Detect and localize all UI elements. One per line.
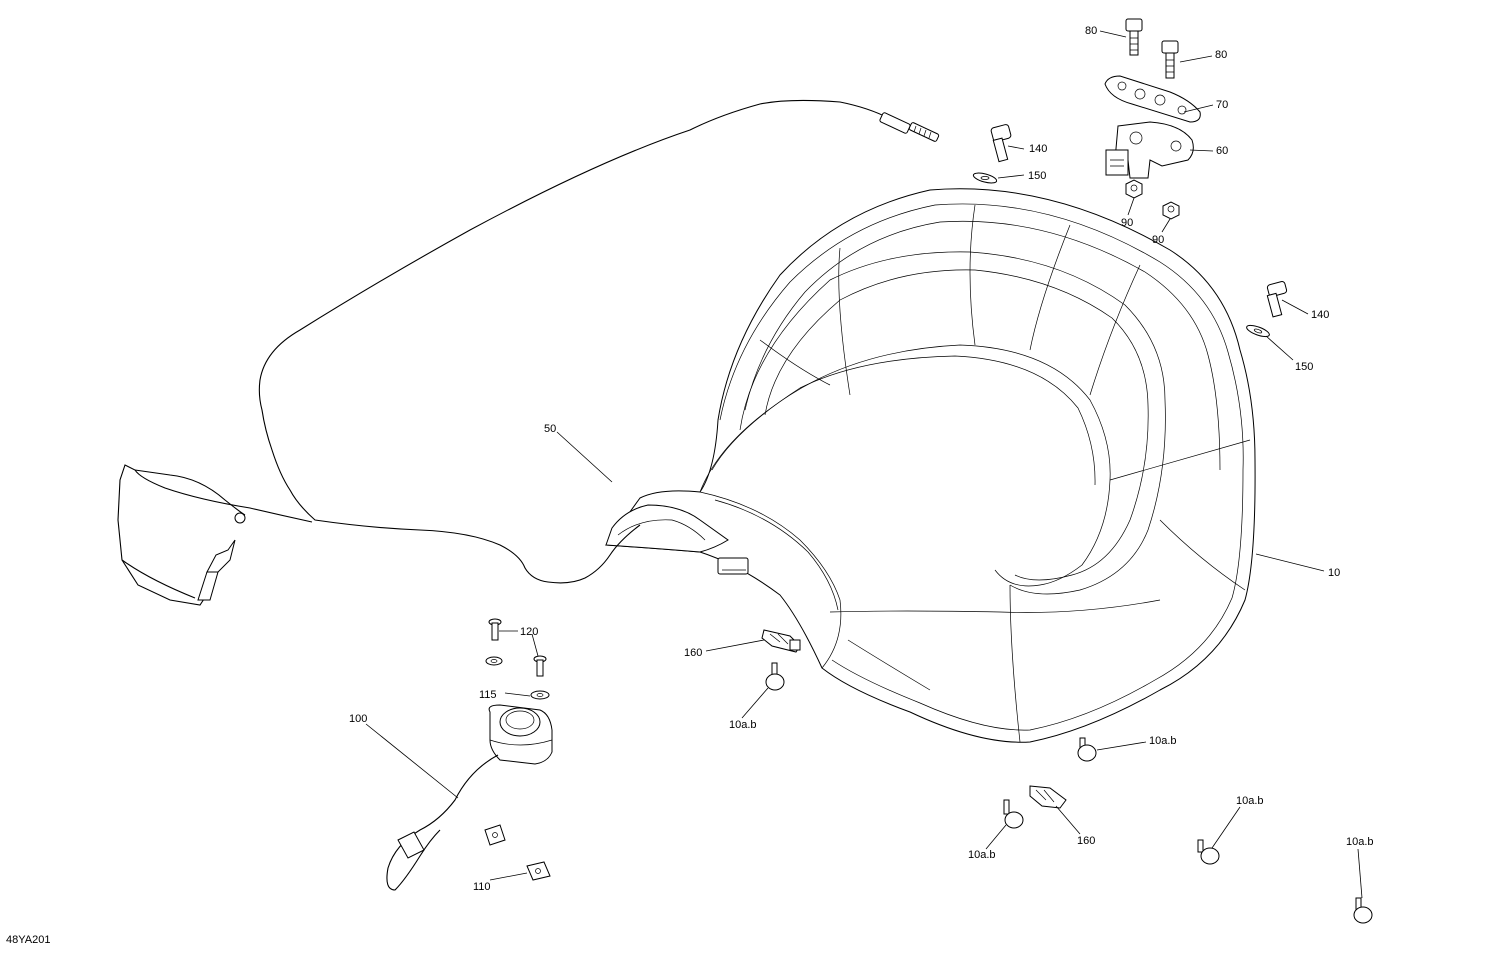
bumper-part-10ab-3 — [1003, 799, 1024, 829]
callout-120: 120 — [520, 626, 538, 638]
clip-part-110-b — [526, 861, 551, 881]
bracket-part-60 — [1105, 121, 1194, 179]
washer-part-115-a — [485, 656, 503, 666]
bumper-part-10ab-1 — [765, 662, 785, 691]
clip-part-160-left — [761, 629, 801, 653]
bumper-part-10ab-2 — [1077, 737, 1097, 762]
callout-70: 70 — [1216, 99, 1228, 111]
bolt-part-80-right — [1161, 40, 1179, 79]
bumper-part-10ab-4 — [1197, 839, 1220, 865]
callout-100: 100 — [349, 713, 367, 725]
nut-part-90-a — [1125, 179, 1143, 199]
callout-140-right: 140 — [1311, 309, 1329, 321]
callout-10ab-5: 10a.b — [1346, 836, 1374, 848]
callout-60: 60 — [1216, 145, 1228, 157]
plate-part-70 — [1104, 75, 1201, 123]
clip-part-160-right — [1029, 785, 1067, 809]
screw-part-120-a — [488, 618, 502, 641]
callout-160-right: 160 — [1077, 835, 1095, 847]
callout-150-right: 150 — [1295, 361, 1313, 373]
washer-part-115-b — [530, 690, 550, 700]
screw-part-120-b — [533, 655, 547, 677]
leader-lines — [365, 30, 1363, 899]
bolt-part-140-right — [1266, 281, 1288, 318]
washer-part-150-right — [1246, 324, 1270, 338]
callout-115: 115 — [479, 689, 497, 701]
bolt-part-80-left — [1125, 18, 1143, 56]
drawing-code: 48YA201 — [6, 934, 50, 946]
callout-140-upper: 140 — [1029, 143, 1047, 155]
callout-10ab-3: 10a.b — [968, 849, 996, 861]
washer-part-150-upper — [972, 172, 998, 184]
callout-80-left: 80 — [1085, 25, 1097, 37]
callout-150-upper: 150 — [1028, 170, 1046, 182]
cable-part-50 — [117, 99, 940, 606]
callout-50: 50 — [544, 423, 556, 435]
callout-10ab-2: 10a.b — [1149, 735, 1177, 747]
callout-10ab-4: 10a.b — [1236, 795, 1264, 807]
callout-80-right: 80 — [1215, 49, 1227, 61]
callout-10: 10 — [1328, 567, 1340, 579]
bumper-part-10ab-5 — [1353, 897, 1373, 924]
callout-labels: 80 80 70 60 140 150 90 90 140 150 50 10 … — [349, 25, 1374, 893]
clip-part-110-a — [484, 824, 506, 846]
callout-160-left: 160 — [684, 647, 702, 659]
seat-part-10 — [605, 188, 1256, 743]
callout-10ab-1: 10a.b — [729, 719, 757, 731]
callout-90-a: 90 — [1121, 217, 1133, 229]
bolt-part-140-upper — [990, 124, 1012, 163]
nut-part-90-b — [1162, 201, 1180, 220]
buzzer-part-100 — [386, 704, 553, 891]
callout-110: 110 — [473, 881, 491, 893]
callout-90-b: 90 — [1152, 234, 1164, 246]
